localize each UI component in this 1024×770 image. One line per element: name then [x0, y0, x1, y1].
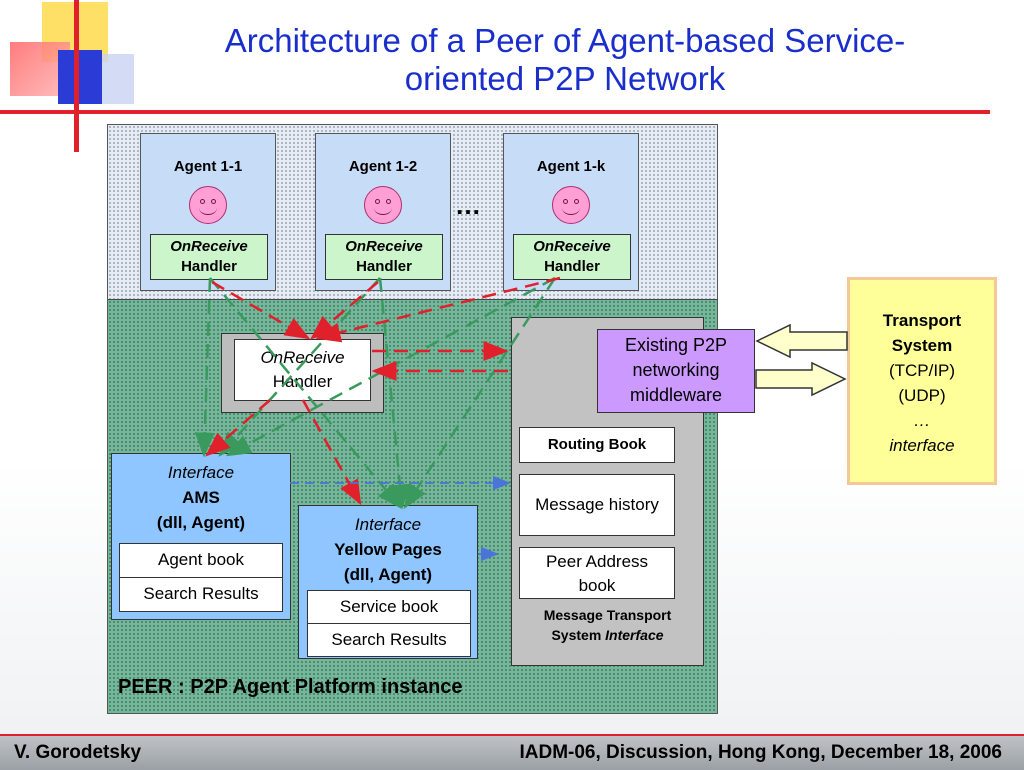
ams-search-results: Search Results: [119, 577, 283, 612]
p2p-middleware: Existing P2P networking middleware: [597, 329, 755, 413]
agent-onreceive-handler: OnReceive Handler: [325, 234, 443, 280]
mts-label: Message Transport System Interface: [543, 607, 672, 643]
footer-bar: [0, 734, 1024, 770]
transport-system: Transport System (TCP/IP) (UDP) … interf…: [847, 277, 997, 485]
smiley-icon: [364, 186, 402, 224]
decor-blue-square: [58, 50, 102, 104]
routing-book: Routing Book: [519, 427, 675, 463]
arrow-middleware-to-transport: [755, 361, 847, 397]
decor-horizontal-line: [0, 110, 990, 114]
peer-label: PEER : P2P Agent Platform instance: [118, 676, 463, 698]
slide-title: Architecture of a Peer of Agent-based Se…: [224, 22, 906, 97]
peer-onreceive-handler: OnReceive Handler: [234, 339, 371, 401]
message-history: Message history: [519, 474, 675, 536]
agent-name: Agent 1-2: [348, 158, 418, 175]
yp-search-results: Search Results: [307, 623, 471, 657]
arrow-transport-to-middleware: [755, 323, 848, 359]
agent-onreceive-handler: OnReceive Handler: [150, 234, 268, 280]
peer-frame: [107, 124, 718, 714]
ams-interface: Interface AMS (dll, Agent) Agent book Se…: [111, 453, 291, 620]
agent-onreceive-handler: OnReceive Handler: [513, 234, 631, 280]
footer-event: IADM-06, Discussion, Hong Kong, December…: [519, 742, 1002, 763]
yellow-pages-interface: Interface Yellow Pages (dll, Agent) Serv…: [298, 505, 478, 659]
peer-address-book: Peer Address book: [519, 547, 675, 599]
decor-vertical-line: [74, 0, 79, 152]
agent-box-1-2: Agent 1-2 OnReceive Handler: [315, 133, 451, 291]
service-book: Service book: [307, 590, 471, 624]
agent-box-1-1: Agent 1-1 OnReceive Handler: [140, 133, 276, 291]
agent-name: Agent 1-1: [173, 158, 243, 175]
agent-box-1-k: Agent 1-k OnReceive Handler: [503, 133, 639, 291]
agents-ellipsis: …: [455, 190, 482, 220]
smiley-icon: [552, 186, 590, 224]
footer-author: V. Gorodetsky: [14, 742, 142, 763]
agent-name: Agent 1-k: [536, 158, 606, 175]
smiley-icon: [189, 186, 227, 224]
agent-book: Agent book: [119, 543, 283, 578]
